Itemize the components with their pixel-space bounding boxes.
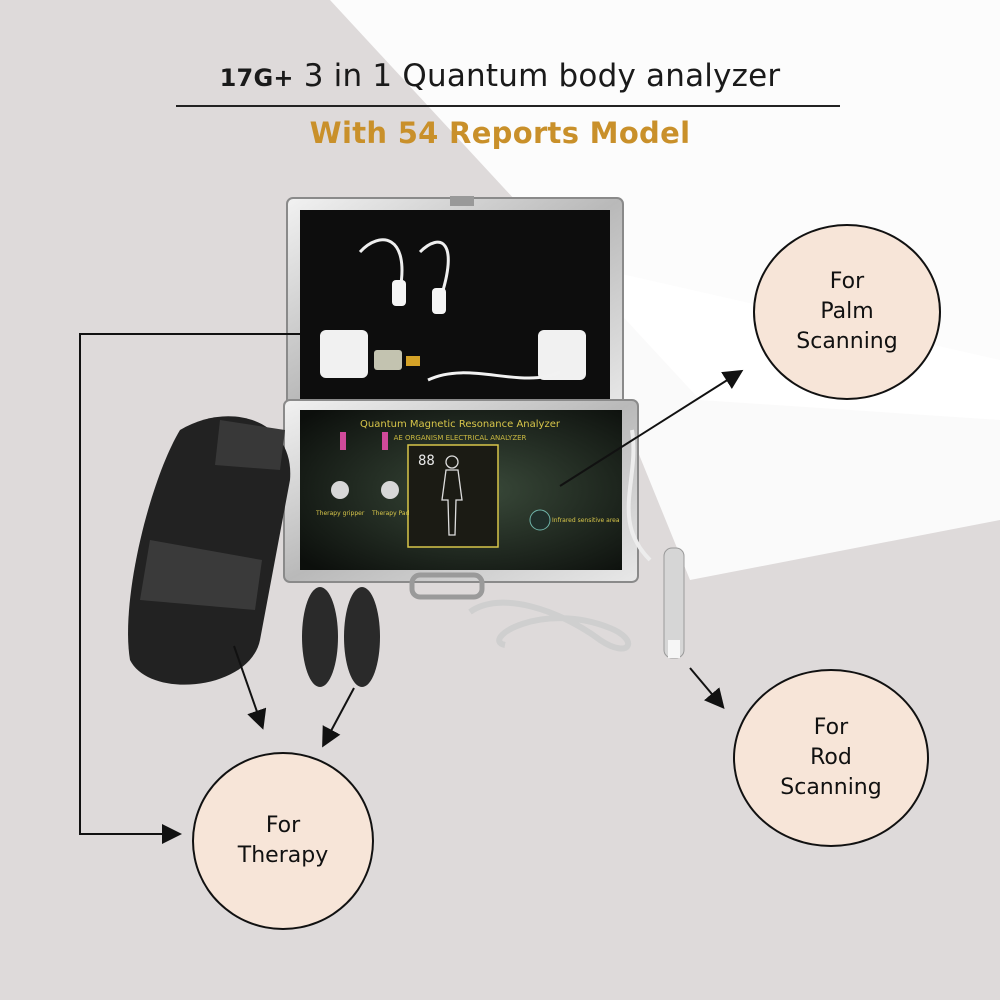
callout-palm-line2: Palm (820, 299, 874, 324)
body-figure-icon (441, 455, 463, 536)
panel-display: 88 (418, 453, 435, 469)
arrow-therapy-slipper (233, 645, 267, 730)
callout-palm-scanning: For Palm Scanning (753, 224, 941, 400)
therapy-pad-port (381, 481, 399, 499)
panel-subtitle: AE ORGANISM ELECTRICAL ANALYZER (394, 434, 527, 442)
title-underline (176, 105, 840, 107)
label-sensor: Infrared sensitive area (552, 517, 620, 524)
label-therapy-gripper: Therapy gripper (315, 510, 365, 517)
arrow-therapy-bracket (79, 333, 300, 844)
case-lid (286, 196, 624, 409)
therapy-slippers (128, 416, 291, 685)
callout-arrows (79, 333, 744, 844)
usb-cable (468, 599, 632, 652)
therapy-grippers (302, 587, 380, 687)
therapy-gripper-port (331, 481, 349, 499)
case-base: Quantum Magnetic Resonance Analyzer AE O… (283, 399, 639, 600)
arrow-therapy-gripper (322, 687, 355, 748)
title-text: 3 in 1 Quantum body analyzer (293, 58, 781, 94)
panel-title: Quantum Magnetic Resonance Analyzer (360, 419, 561, 430)
page-title: 17G+ 3 in 1 Quantum body analyzer (0, 58, 1000, 94)
arrow-palm (559, 369, 744, 487)
page-subtitle: With 54 Reports Model (309, 116, 691, 150)
callout-therapy-line2: Therapy (237, 843, 329, 868)
callout-rod-line2: Rod (810, 745, 852, 770)
title-model: 17G+ (219, 64, 294, 92)
callout-rod-line3: Scanning (780, 775, 882, 800)
callout-therapy: For Therapy (192, 752, 374, 930)
callout-palm-line3: Scanning (796, 329, 898, 354)
callout-rod-scanning: For Rod Scanning (733, 669, 929, 847)
arrow-rod (689, 667, 725, 710)
callout-rod-line1: For (813, 715, 849, 740)
probe-rod (626, 429, 685, 659)
callout-therapy-line1: For (265, 813, 301, 838)
callout-palm-line1: For (829, 269, 865, 294)
label-therapy-pad: Therapy Pad (371, 510, 410, 517)
